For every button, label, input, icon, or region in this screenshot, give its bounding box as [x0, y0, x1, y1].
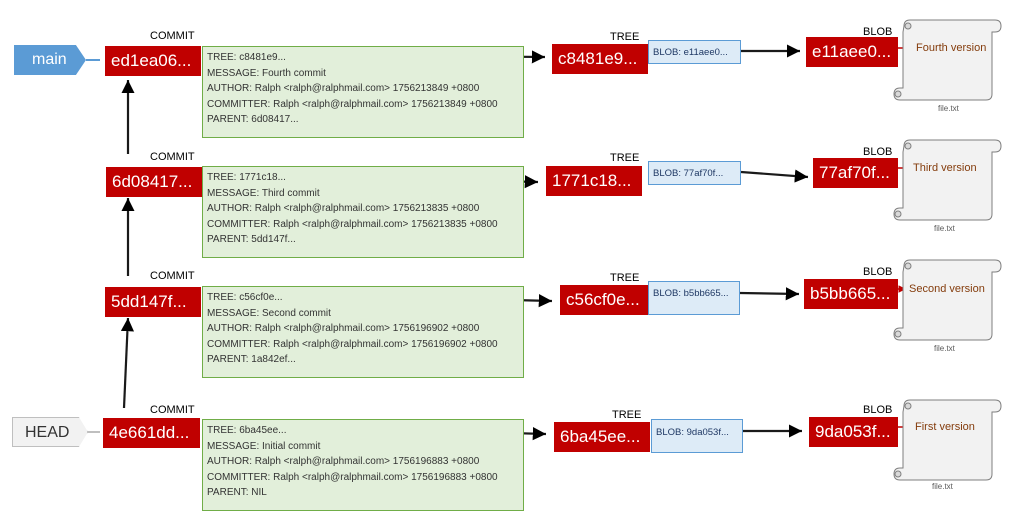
tree-label: TREE — [610, 272, 640, 284]
tree-hash[interactable]: 1771c18... — [546, 166, 642, 196]
blob-hash[interactable]: 77af70f... — [813, 158, 898, 188]
tree-hash[interactable]: c56cf0e... — [560, 285, 648, 315]
commit-details: TREE: c8481e9... MESSAGE: Fourth commit … — [202, 46, 524, 138]
file-name: file.txt — [932, 482, 953, 491]
blob-label: BLOB — [863, 266, 893, 278]
commit-parent-field: PARENT: 1a842ef... — [207, 354, 296, 365]
scroll-icon — [893, 399, 1002, 481]
commit-details: TREE: c56cf0e... MESSAGE: Second commit … — [202, 286, 524, 378]
tree-entry: BLOB: e11aee0... — [648, 40, 741, 64]
blob-hash[interactable]: 9da053f... — [809, 417, 898, 447]
commit-hash[interactable]: ed1ea06... — [105, 46, 201, 76]
commit-tree-field: TREE: c8481e9... — [207, 52, 286, 63]
blob-label: BLOB — [863, 146, 893, 158]
commit-label: COMMIT — [150, 30, 195, 42]
commit-author-field: AUTHOR: Ralph <ralph@ralphmail.com> 1756… — [207, 83, 480, 94]
file-content: Second version — [909, 283, 985, 295]
blob-pointer-arrow — [739, 287, 800, 301]
commit-hash[interactable]: 5dd147f... — [105, 287, 201, 317]
commit-author-field: AUTHOR: Ralph <ralph@ralphmail.com> 1756… — [207, 456, 480, 467]
commit-details: TREE: 1771c18... MESSAGE: Third commit A… — [202, 166, 524, 258]
parent-arrow — [120, 317, 135, 409]
commit-committer-field: COMMITTER: Ralph <ralph@ralphmail.com> 1… — [207, 338, 498, 350]
commit-parent-field: PARENT: 5dd147f... — [207, 234, 296, 245]
commit-committer-field: COMMITTER: Ralph <ralph@ralphmail.com> 1… — [207, 98, 498, 110]
main-branch-ref[interactable]: main — [14, 45, 86, 75]
file-name: file.txt — [938, 104, 959, 113]
scroll-icon — [893, 19, 1002, 101]
file-name: file.txt — [934, 344, 955, 353]
tree-hash[interactable]: 6ba45ee... — [554, 422, 650, 452]
file-name: file.txt — [934, 224, 955, 233]
file-content: Third version — [913, 162, 977, 174]
commit-committer-field: COMMITTER: Ralph <ralph@ralphmail.com> 1… — [207, 218, 498, 230]
commit-tree-field: TREE: 1771c18... — [207, 172, 286, 183]
blob-hash[interactable]: b5bb665... — [804, 279, 898, 309]
tree-entry: BLOB: 9da053f... — [651, 419, 743, 453]
tree-label: TREE — [610, 31, 640, 43]
commit-label: COMMIT — [150, 270, 195, 282]
commit-committer-field: COMMITTER: Ralph <ralph@ralphmail.com> 1… — [207, 471, 498, 483]
blob-pointer-arrow — [740, 169, 809, 183]
tree-label: TREE — [610, 152, 640, 164]
blob-label: BLOB — [863, 404, 893, 416]
tree-hash[interactable]: c8481e9... — [552, 44, 648, 74]
tree-entry: BLOB: 77af70f... — [648, 161, 741, 185]
commit-author-field: AUTHOR: Ralph <ralph@ralphmail.com> 1756… — [207, 203, 480, 214]
commit-author-field: AUTHOR: Ralph <ralph@ralphmail.com> 1756… — [207, 323, 480, 334]
commit-label: COMMIT — [150, 404, 195, 416]
head-ref[interactable]: HEAD — [12, 417, 88, 447]
commit-hash[interactable]: 6d08417... — [106, 167, 202, 197]
commit-message-field: MESSAGE: Initial commit — [207, 440, 321, 452]
commit-parent-field: PARENT: 6d08417... — [207, 114, 299, 125]
blob-hash[interactable]: e11aee0... — [806, 37, 898, 67]
blob-label: BLOB — [863, 26, 893, 38]
commit-message-field: MESSAGE: Third commit — [207, 187, 320, 199]
commit-tree-field: TREE: 6ba45ee... — [207, 425, 287, 436]
scroll-icon — [893, 259, 1002, 341]
commit-tree-field: TREE: c56cf0e... — [207, 292, 283, 303]
tree-label: TREE — [612, 409, 642, 421]
file-content: First version — [915, 421, 975, 433]
commit-message-field: MESSAGE: Fourth commit — [207, 67, 326, 79]
file-content: Fourth version — [916, 42, 987, 54]
commit-details: TREE: 6ba45ee... MESSAGE: Initial commit… — [202, 419, 524, 511]
commit-message-field: MESSAGE: Second commit — [207, 307, 331, 319]
commit-parent-field: PARENT: NIL — [207, 487, 267, 498]
commit-label: COMMIT — [150, 151, 195, 163]
scroll-icon — [893, 139, 1002, 221]
commit-hash[interactable]: 4e661dd... — [103, 418, 200, 448]
tree-entry: BLOB: b5bb665... — [648, 281, 740, 315]
